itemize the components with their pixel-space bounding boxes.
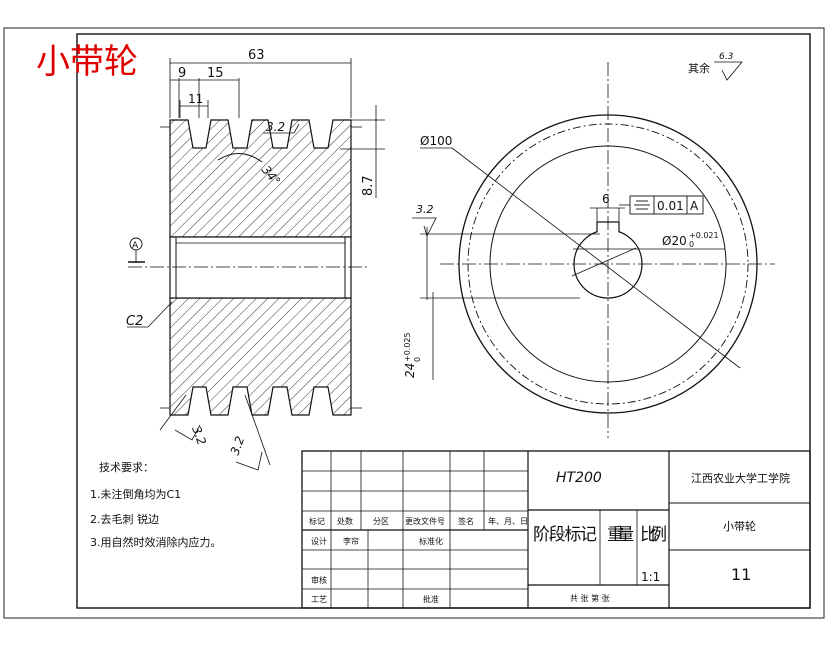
tech-requirements: 技术要求： 1.未注倒角均为C1 2.去毛刺 锐边 3.用自然时效消除内应力。 xyxy=(90,461,222,549)
datum-a-label: A xyxy=(132,241,139,251)
front-view xyxy=(412,62,775,438)
tb-designer: 李帘 xyxy=(343,536,359,546)
roughness-value: 6.3 xyxy=(719,52,734,62)
rough-bottom-1: 3.2 xyxy=(189,424,209,447)
dim-chamfer: C2 xyxy=(126,314,143,329)
tb-header: 处数 xyxy=(337,516,353,526)
section-view xyxy=(128,119,368,416)
rough-symbol-groove xyxy=(263,123,300,134)
tb-standard-label: 标准化 xyxy=(419,536,443,546)
tb-header: 签名 xyxy=(458,516,474,526)
dim-63: 63 xyxy=(248,48,265,63)
top-dimensions xyxy=(169,58,385,198)
roughness-symbol xyxy=(714,61,743,81)
tb-design-label: 设计 xyxy=(311,536,327,546)
tb-sheets: 共 张 第 张 xyxy=(570,593,610,603)
dim-bore-dia: Ø20 xyxy=(662,234,687,248)
dim-8-7: 8.7 xyxy=(361,175,376,196)
lower-hatch xyxy=(169,297,352,416)
upper-hatch xyxy=(169,119,352,238)
tolerance-frame: 0.01 A xyxy=(619,195,704,215)
dim-keyway-width: 6 xyxy=(602,192,610,206)
rough-left: 3.2 xyxy=(416,203,434,216)
title-block-text: 标记 处数 分区 更改文件号 签名 年、月、日 设计 李帘 标准化 审核 工艺 … xyxy=(309,470,790,604)
rough-bottom-2: 3.2 xyxy=(228,434,248,457)
dim-bore-tol-lower: 0 xyxy=(689,240,694,249)
tb-school: 江西农业大学工学院 xyxy=(691,471,790,485)
dim-keyway-depth: 24 xyxy=(403,363,417,378)
dim-keyway-tol-lower: 0 xyxy=(413,357,422,362)
dim-bore-tol-upper: +0.021 xyxy=(689,231,719,240)
tb-header: 更改文件号 xyxy=(405,516,445,526)
tb-header: 标记 xyxy=(309,516,325,526)
tb-review-label: 审核 xyxy=(311,575,327,585)
tol-value: 0.01 xyxy=(657,199,684,213)
tb-scale: 1:1 xyxy=(641,570,660,584)
dim-9: 9 xyxy=(178,66,186,81)
tech-item: 3.用自然时效消除内应力。 xyxy=(90,535,222,549)
tol-datum: A xyxy=(690,199,699,213)
tech-heading: 技术要求： xyxy=(99,461,154,474)
bore xyxy=(169,236,352,299)
dim-groove-rough: 3.2 xyxy=(266,120,285,134)
tb-header: 分区 xyxy=(373,517,389,526)
tb-process-label: 工艺 xyxy=(311,595,327,604)
dim-11: 11 xyxy=(188,92,203,106)
angle-arc xyxy=(217,153,263,163)
dim-keyway-tol-upper: +0.025 xyxy=(403,332,412,362)
tb-material: HT200 xyxy=(556,470,602,486)
tech-item: 2.去毛刺 锐边 xyxy=(90,512,159,526)
tb-stage: 阶段标记 xyxy=(533,525,597,545)
tb-scale-label: 比例 xyxy=(640,525,667,545)
dim-outer-dia: Ø100 xyxy=(420,134,452,148)
roughness-label: 其余 xyxy=(688,61,710,75)
tb-drawing-no: 11 xyxy=(731,565,751,584)
dim-15: 15 xyxy=(207,66,224,81)
bottom-roughness xyxy=(159,394,271,471)
tb-header: 年、月、日 xyxy=(488,516,528,526)
tech-item: 1.未注倒角均为C1 xyxy=(90,487,181,501)
outer-frame xyxy=(3,27,825,619)
tb-approve-label: 批准 xyxy=(423,594,439,604)
title-block xyxy=(301,450,811,609)
tb-part-name: 小带轮 xyxy=(723,519,756,533)
drawing-title: 小带轮 xyxy=(36,42,138,82)
tb-weight: 重量 xyxy=(607,525,634,545)
